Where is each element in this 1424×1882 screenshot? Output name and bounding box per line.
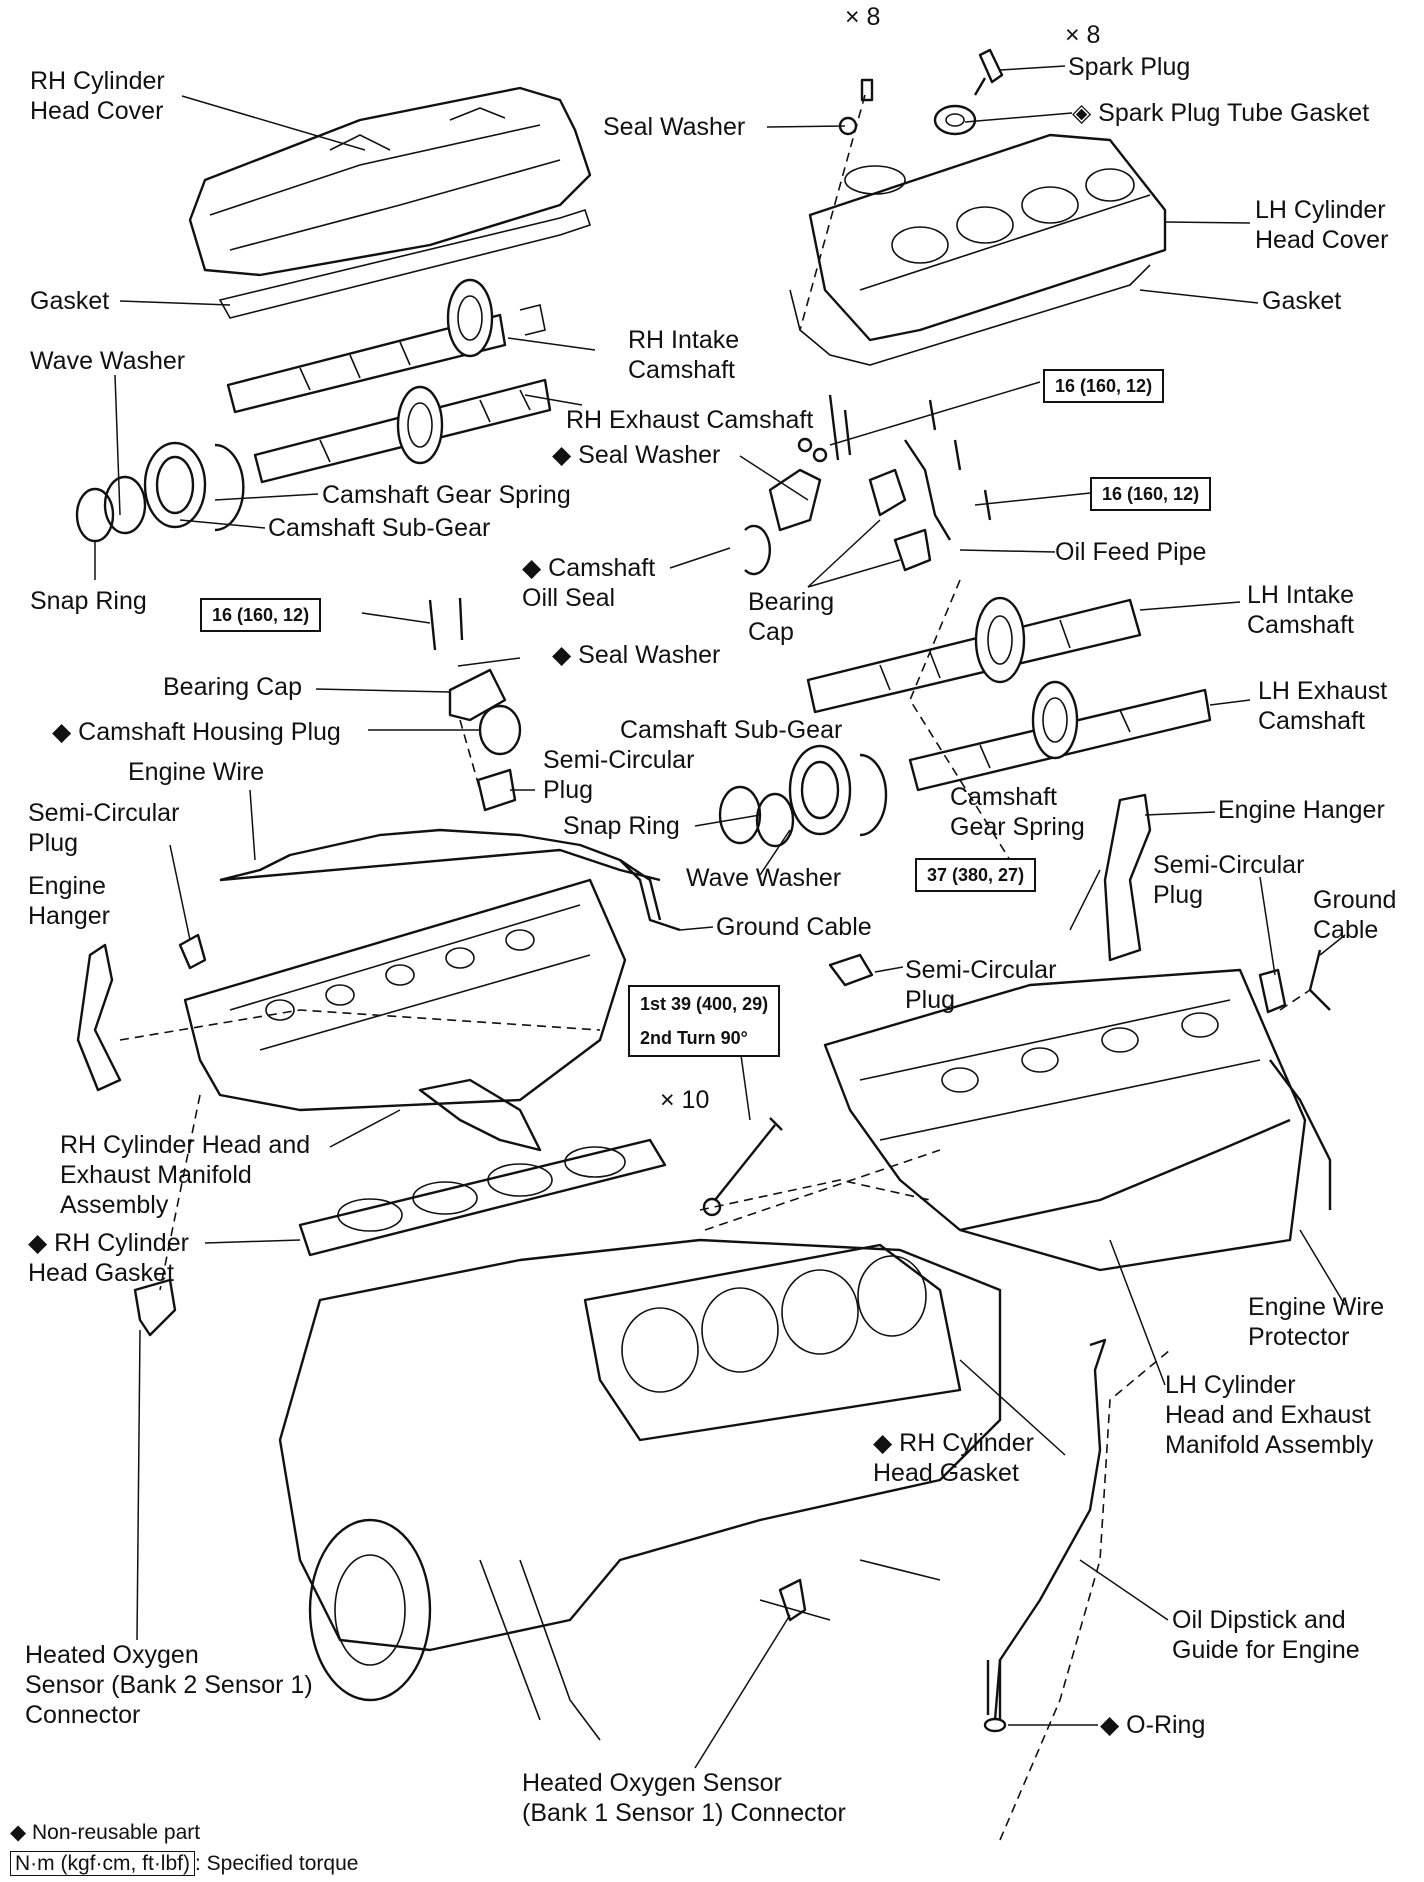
semi-circular-plug-lh	[1258, 968, 1287, 1014]
ho2-sensor-bank2-connector	[133, 1278, 177, 1337]
legend-torque-desc: : Specified torque	[194, 1852, 359, 1875]
label-seal-washer-top: Seal Washer	[603, 113, 746, 141]
label-ground-cable-rh: Ground Cable	[716, 913, 872, 941]
label-wave-washer-rh: Wave Washer	[30, 347, 186, 375]
label-ho2-sensor-bank1: Heated Oxygen Sensor(Bank 1 Sensor 1) Co…	[522, 1769, 846, 1827]
label-rh-exhaust-camshaft: RH Exhaust Camshaft	[566, 406, 814, 434]
label-camshaft-sub-gear-rh: Camshaft Sub-Gear	[268, 514, 491, 542]
semi-circular-plug-rh	[178, 933, 207, 970]
ho2-sensor-bank1-connector	[778, 1578, 807, 1622]
label-seal-washer-mid: ◆ Seal Washer	[552, 441, 721, 469]
rh-bearing-cap	[428, 597, 522, 812]
rh-cylinder-head-assembly	[183, 848, 661, 1152]
rh-exhaust-camshaft	[253, 378, 552, 484]
rh-cylinder-head-cover	[188, 86, 592, 277]
label-snap-ring-rh: Snap Ring	[30, 587, 147, 615]
torque-box-3: 16 (160, 12)	[200, 598, 322, 632]
torque-box-5: 1st 39 (400, 29)2nd Turn 90°	[628, 985, 781, 1057]
label-engine-hanger-rh: Engine Hanger	[1218, 796, 1385, 824]
ground-cable-rh	[619, 859, 681, 932]
label-camshaft-sub-gear-lh: Camshaft Sub-Gear	[620, 716, 843, 744]
label-gasket-lh: Gasket	[1262, 287, 1342, 315]
label-engine-wire: Engine Wire	[128, 758, 265, 786]
label-camshaft-housing-plug: ◆ Camshaft Housing Plug	[52, 718, 341, 746]
label-camshaft-gear-spring-rh: Camshaft Gear Spring	[322, 481, 571, 509]
legend-torque-unit: N·m (kgf·cm, ft·lbf)	[10, 1851, 195, 1876]
alignment-lines	[119, 94, 1311, 1841]
label-wave-washer-lh: Wave Washer	[686, 864, 842, 892]
label-o-ring: ◆ O-Ring	[1100, 1711, 1206, 1739]
engine-wire-harness	[219, 828, 662, 921]
rh-cover-gasket	[218, 208, 592, 319]
engine-block	[278, 1238, 1002, 1741]
semi-circular-plug-mid	[828, 953, 874, 987]
lh-cover-gasket	[789, 264, 1151, 366]
head-bolt	[714, 1117, 783, 1201]
label-gasket-rh: Gasket	[30, 287, 110, 315]
label-spark-plug: Spark Plug	[1068, 53, 1191, 81]
lh-cylinder-head-cover	[808, 133, 1167, 342]
legend-specified-torque: N·m (kgf·cm, ft·lbf): Specified torque	[10, 1851, 359, 1876]
engine-wire-protector	[1269, 1059, 1332, 1210]
rh-intake-camshaft	[226, 278, 546, 414]
label-snap-ring-lh: Snap Ring	[563, 812, 680, 840]
lh-exhaust-camshaft	[908, 680, 1212, 792]
spark-plug-parts	[838, 48, 1004, 136]
label-x10: × 10	[660, 1086, 710, 1114]
lh-cylinder-head-assembly	[823, 968, 1307, 1272]
leader-lines	[94, 65, 1346, 1769]
label-oil-feed-pipe: Oil Feed Pipe	[1055, 538, 1207, 566]
torque-box-4: 37 (380, 27)	[915, 858, 1037, 892]
lh-camshaft-gear-set	[718, 744, 888, 848]
torque-box-1: 16 (160, 12)	[1043, 369, 1165, 403]
label-x8-b: × 8	[1065, 21, 1101, 49]
ground-cable-lh	[1308, 949, 1331, 1011]
oil-dipstick-guide	[983, 1338, 1107, 1733]
rh-engine-hanger	[1103, 793, 1152, 962]
rh-camshaft-gear-set	[75, 441, 245, 543]
rh-head-gasket-upper	[298, 1138, 667, 1257]
label-spark-plug-tube-gasket: ◈ Spark Plug Tube Gasket	[1072, 99, 1370, 127]
torque-box-2: 16 (160, 12)	[1090, 477, 1212, 511]
label-bearing-cap-low: Bearing Cap	[163, 673, 302, 701]
lh-intake-camshaft	[806, 596, 1142, 714]
label-x8-a: × 8	[845, 3, 881, 31]
label-seal-washer-low: ◆ Seal Washer	[552, 641, 721, 669]
legend-non-reusable: ◆ Non-reusable part	[10, 1821, 201, 1844]
lh-engine-hanger	[76, 943, 122, 1092]
